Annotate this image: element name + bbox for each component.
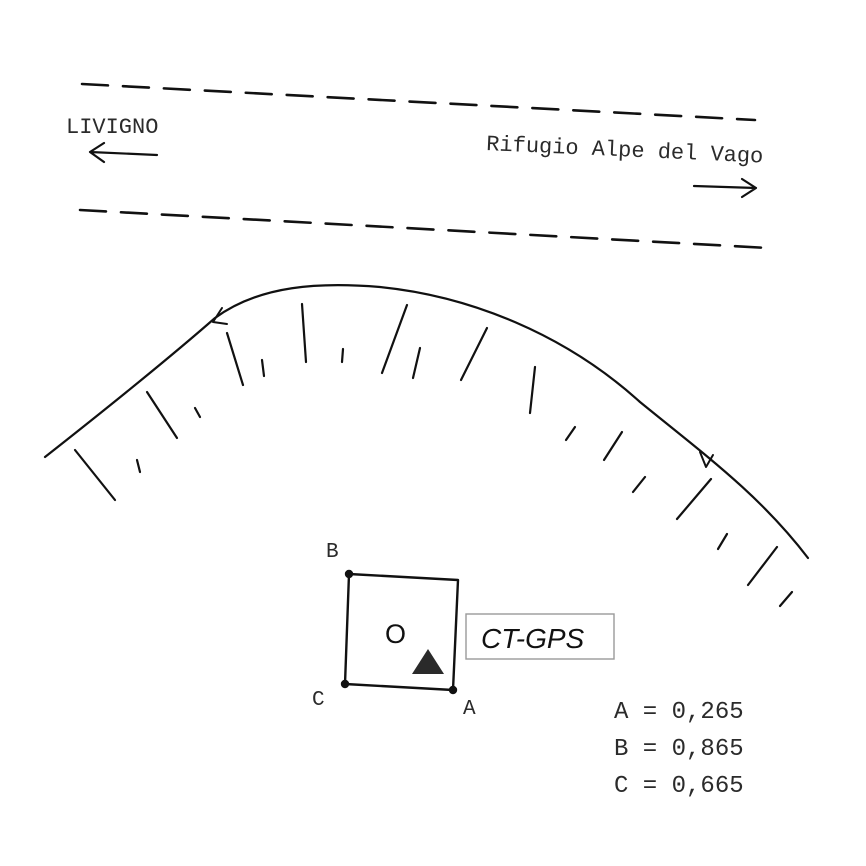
ct-gps-label-box: CT-GPS <box>465 613 615 660</box>
station: B C A O <box>312 541 476 721</box>
road-edge-bottom <box>78 208 770 250</box>
corner-b-point <box>344 569 354 579</box>
corner-c-point <box>340 679 350 689</box>
escarpment-arrow-left-icon <box>212 307 228 325</box>
gps-station-triangle-icon <box>412 649 444 674</box>
corner-a-point <box>448 685 458 695</box>
arrow-left-icon <box>88 141 159 164</box>
measurement-b: B = 0,865 <box>614 736 744 763</box>
road <box>78 82 770 250</box>
center-o-label: O <box>385 619 406 649</box>
measurements: A = 0,265 B = 0,865 C = 0,665 <box>614 699 744 800</box>
corner-b-label: B <box>326 541 339 564</box>
measurement-c: C = 0,665 <box>614 773 744 800</box>
escarpment-arrow-right-icon <box>699 451 714 468</box>
road-edge-top <box>80 82 757 122</box>
slope-hachures <box>73 302 794 608</box>
corner-a-label: A <box>463 698 476 721</box>
arrow-right-icon <box>692 177 758 199</box>
ct-gps-box-frame <box>465 613 615 660</box>
corner-c-label: C <box>312 689 325 712</box>
destination-rifugio-label: Rifugio Alpe del Vago <box>486 132 764 170</box>
escarpment <box>43 284 810 608</box>
measurement-a: A = 0,265 <box>614 699 744 726</box>
destination-livigno-label: LIVIGNO <box>66 115 158 140</box>
escarpment-crest-line <box>43 284 810 560</box>
ct-gps-label: CT-GPS <box>481 623 585 654</box>
